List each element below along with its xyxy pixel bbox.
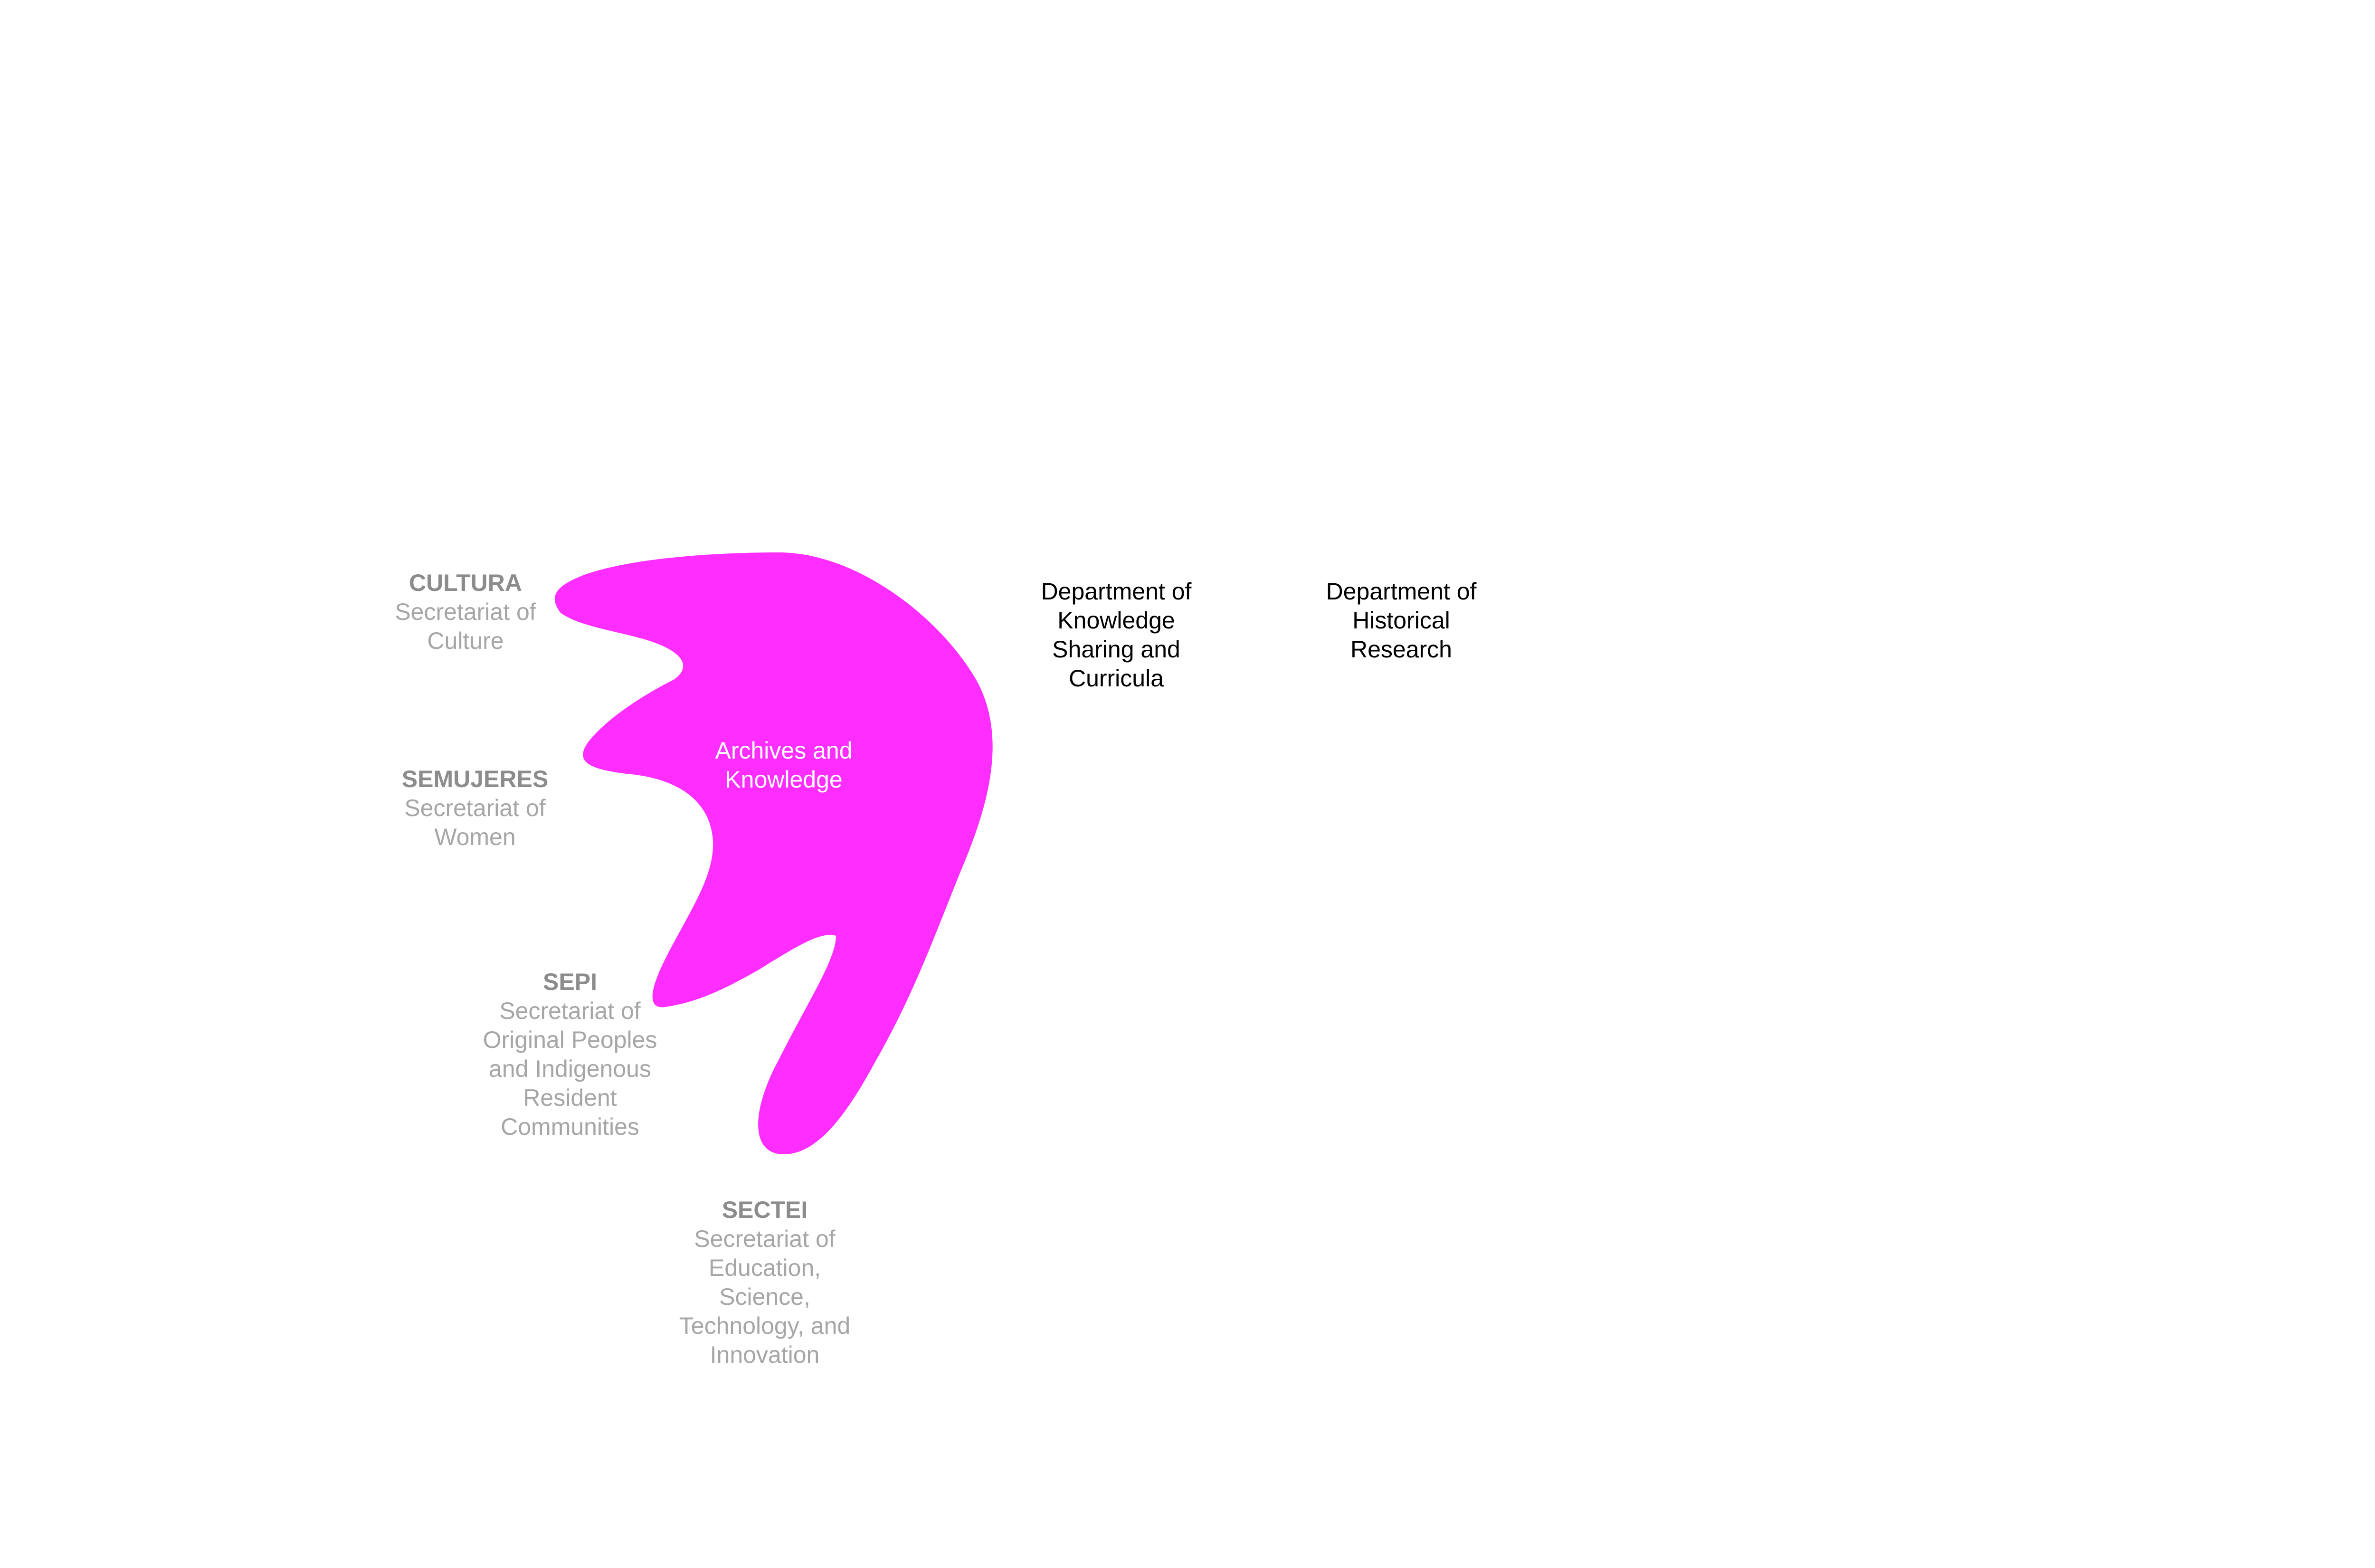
blob-label: Archives and Knowledge — [715, 737, 853, 793]
secretariat-sectei: SECTEI Secretariat of Education, Science… — [651, 1196, 879, 1369]
secretariat-sepi: SEPI Secretariat of Original Peoples and… — [456, 968, 684, 1141]
archives-knowledge-blob — [555, 552, 993, 1154]
secretariat-code: SEPI — [543, 969, 597, 995]
department-historical-research: Department of Historical Research — [1326, 578, 1477, 663]
secretariat-cultura: CULTURA Secretariat of Culture — [361, 569, 570, 656]
secretariat-code: SEMUJERES — [401, 766, 549, 792]
secretariat-description: Secretariat of Culture — [395, 599, 536, 654]
secretariat-description: Secretariat of Education, Science, Techn… — [679, 1226, 851, 1368]
secretariat-code: CULTURA — [409, 570, 522, 596]
department-knowledge-sharing: Department of Knowledge Sharing and Curr… — [1041, 578, 1192, 692]
secretariat-code: SECTEI — [722, 1197, 808, 1223]
secretariat-description: Secretariat of Women — [404, 795, 546, 850]
secretariat-description: Secretariat of Original Peoples and Indi… — [483, 998, 657, 1140]
secretariat-semujeres: SEMUJERES Secretariat of Women — [370, 765, 580, 852]
